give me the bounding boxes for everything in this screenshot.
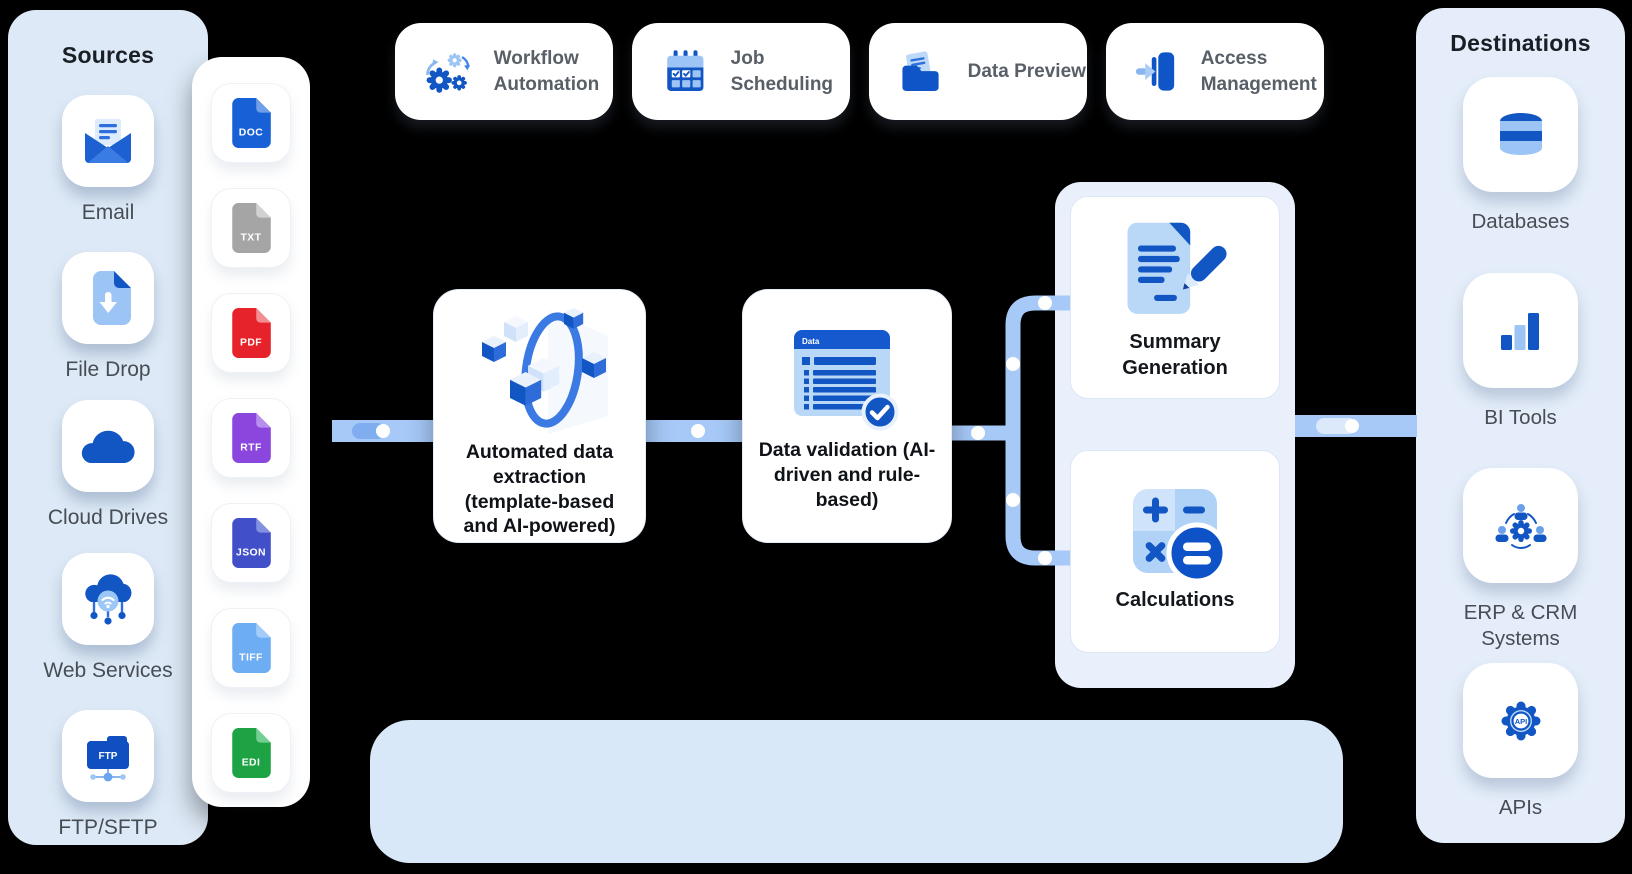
- bi-tools-tile: [1463, 273, 1578, 388]
- connector-pulse: [1316, 418, 1356, 434]
- summary-generation-card: Summary Generation: [1070, 196, 1280, 399]
- feature-workflow-automation: Workflow Automation: [395, 23, 613, 120]
- data-preview-icon: [902, 50, 939, 91]
- svg-text:RTF: RTF: [240, 443, 261, 454]
- file-drop-tile: [62, 252, 154, 344]
- sources-title: Sources: [61, 42, 155, 68]
- api-gear-icon: API: [1501, 701, 1540, 740]
- file-drop-icon: [93, 271, 131, 325]
- feature-data-preview: Data Preview: [869, 23, 1087, 120]
- calculations-card: Calculations: [1070, 450, 1280, 653]
- file-type-tile-json: JSON: [211, 503, 291, 583]
- file-icon: TXT: [232, 203, 271, 253]
- file-icon: DOC: [232, 98, 271, 148]
- ftp-icon: FTP: [87, 736, 129, 782]
- calculations-icon: [1133, 489, 1228, 584]
- source-label-ftp: FTP/SFTP: [58, 816, 158, 839]
- source-item-email: Email: [8, 95, 208, 227]
- source-item-ftp: FTP FTP/SFTP: [8, 710, 208, 842]
- feature-label-access-management: Access Management: [1200, 48, 1317, 95]
- destination-item-apis: API APIs: [1416, 663, 1625, 821]
- source-item-cloud-drives: Cloud Drives: [8, 400, 208, 532]
- svg-text:FTP: FTP: [99, 751, 118, 762]
- source-label-file-drop: File Drop: [65, 358, 151, 381]
- databases-tile: [1463, 77, 1578, 192]
- destinations-panel: Destinations Databases: [1416, 8, 1625, 843]
- file-type-tile-edi: EDI: [211, 713, 291, 793]
- svg-text:JSON: JSON: [236, 548, 266, 559]
- destination-item-erp-crm: ERP & CRM Systems: [1416, 468, 1625, 652]
- database-icon: [1499, 112, 1542, 155]
- email-icon: [85, 119, 131, 163]
- cloud-drives-tile: [62, 400, 154, 492]
- sources-panel: Sources Email: [8, 10, 208, 845]
- destination-label-bi-tools: BI Tools: [1484, 406, 1557, 429]
- source-item-web-services: Web Services: [8, 553, 208, 685]
- feature-label-data-preview: Data Preview: [967, 60, 1086, 82]
- extraction-label: Automated data extraction (template-base…: [463, 441, 616, 538]
- web-services-tile: [62, 553, 154, 645]
- file-type-tile-doc: DOC: [211, 83, 291, 163]
- destinations-title: Destinations: [1450, 30, 1591, 56]
- feature-label-workflow-automation: Workflow Automation: [493, 48, 600, 95]
- svg-text:PDF: PDF: [240, 338, 262, 349]
- summary-generation-label: Summary Generation: [1122, 331, 1228, 379]
- destination-label-erp-crm: ERP & CRM Systems: [1463, 601, 1578, 651]
- job-scheduling-icon: [667, 49, 704, 91]
- validation-label: Data validation (AI-driven and rule-base…: [758, 439, 936, 511]
- destination-label-apis: APIs: [1498, 796, 1543, 819]
- file-types-panel: DOC TXT PDF RTF: [192, 57, 310, 807]
- bar-chart-icon: [1500, 312, 1539, 350]
- file-type-tile-pdf: PDF: [211, 293, 291, 373]
- file-icon: RTF: [232, 413, 271, 463]
- file-type-tile-rtf: RTF: [211, 398, 291, 478]
- validation-card: Data Data validation (AI-driven and rule…: [742, 289, 952, 543]
- feature-job-scheduling: Job Scheduling: [632, 23, 850, 120]
- source-label-web-services: Web Services: [43, 659, 173, 682]
- source-label-cloud-drives: Cloud Drives: [47, 506, 169, 529]
- workflow-automation-icon: [426, 52, 471, 93]
- features-bar: [370, 720, 1343, 863]
- file-icon: JSON: [232, 518, 271, 568]
- svg-text:Data: Data: [802, 337, 820, 346]
- file-icon: PDF: [232, 308, 271, 358]
- destination-item-bi-tools: BI Tools: [1416, 273, 1625, 431]
- source-item-file-drop: File Drop: [8, 252, 208, 384]
- calculations-label: Calculations: [1115, 589, 1235, 611]
- summary-generation-icon: [1127, 222, 1227, 314]
- destination-item-databases: Databases: [1416, 77, 1625, 235]
- source-label-email: Email: [81, 201, 135, 224]
- feature-label-job-scheduling: Job Scheduling: [730, 48, 834, 95]
- access-management-icon: [1135, 51, 1175, 91]
- data-validation-icon: Data: [794, 330, 899, 431]
- connector-pulse: [352, 423, 386, 439]
- file-type-tile-tiff: TIFF: [211, 608, 291, 688]
- web-services-icon: [85, 574, 132, 625]
- ftp-tile: FTP: [62, 710, 154, 802]
- svg-text:DOC: DOC: [239, 128, 263, 139]
- apis-tile: API: [1463, 663, 1578, 778]
- erp-crm-icon: [1495, 503, 1546, 549]
- extraction-card: Automated data extraction (template-base…: [433, 289, 646, 543]
- svg-text:EDI: EDI: [242, 758, 261, 769]
- email-tile: [62, 95, 154, 187]
- file-icon: EDI: [232, 728, 271, 778]
- cloud-icon: [81, 430, 135, 463]
- file-icon: TIFF: [232, 623, 271, 673]
- destination-label-databases: Databases: [1471, 210, 1570, 233]
- file-type-tile-txt: TXT: [211, 188, 291, 268]
- data-extraction-icon: [481, 308, 608, 434]
- erp-crm-tile: [1463, 468, 1578, 583]
- svg-text:TXT: TXT: [241, 233, 262, 244]
- feature-access-management: Access Management: [1106, 23, 1324, 120]
- svg-text:API: API: [1514, 717, 1527, 726]
- svg-text:TIFF: TIFF: [239, 653, 263, 664]
